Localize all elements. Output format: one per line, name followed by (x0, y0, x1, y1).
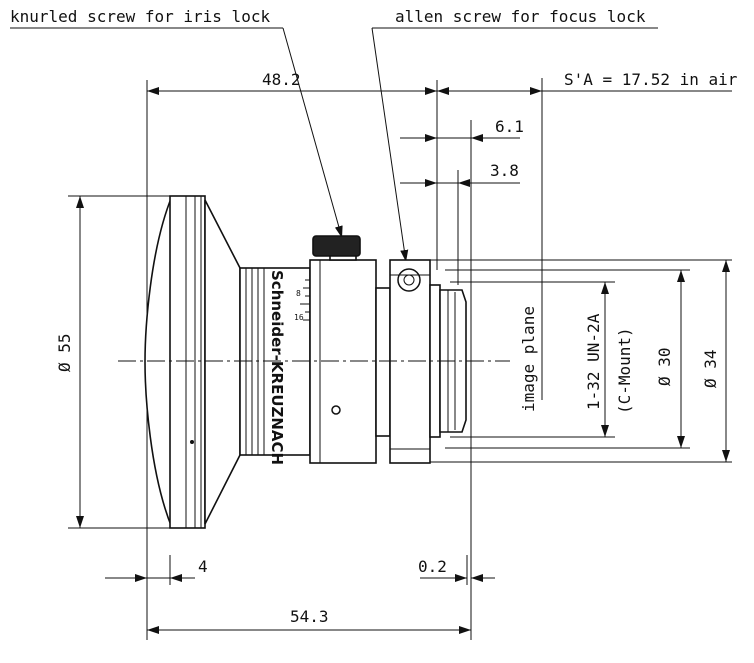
focus-lock-callout: allen screw for focus lock (371, 7, 658, 263)
iris-hole (331, 405, 341, 415)
front-taper (204, 199, 241, 525)
scale-mark-8: 8 (296, 289, 301, 298)
image-plane-label: image plane (519, 306, 538, 412)
dim-48-2: 48.2 (262, 70, 301, 89)
extension-lines (68, 78, 732, 640)
dim-diam-30: Ø 30 (655, 347, 674, 386)
scale-mark-16: 16 (294, 313, 304, 322)
front-element (144, 195, 173, 529)
front-ring (169, 195, 206, 529)
thread-label: 1-32 UN-2A (584, 313, 603, 410)
allen-screw[interactable] (397, 268, 421, 292)
thread-type-label: (C-Mount) (615, 327, 634, 414)
knurled-screw-head[interactable] (312, 235, 361, 257)
iris-lock-label: knurled screw for iris lock (10, 7, 270, 26)
index-dot (190, 440, 194, 444)
neck (375, 287, 391, 437)
dim-0-2: 0.2 (418, 557, 447, 576)
dim-54-3: 54.3 (290, 607, 329, 626)
dimension-lines: 48.2 S'A = 17.52 in air 6.1 3.8 Ø 55 Ø 3… (55, 70, 738, 634)
brand-text: Schneider-KREUZNACH (268, 270, 286, 465)
iris-lock-leader (282, 27, 343, 239)
dim-6-1: 6.1 (495, 117, 524, 136)
dim-back-focus: S'A = 17.52 in air (564, 70, 738, 89)
focus-scale: 8 16 (294, 279, 310, 322)
focus-lock-label: allen screw for focus lock (395, 7, 646, 26)
iris-lock-callout: knurled screw for iris lock (10, 7, 343, 239)
focus-lock-leader (371, 27, 409, 263)
dim-diam-34: Ø 34 (701, 349, 720, 388)
dim-diam-55: Ø 55 (55, 333, 74, 372)
dim-4: 4 (198, 557, 208, 576)
lens-body: 8 16 Schneider-KREUZNACH (144, 195, 467, 529)
dim-3-8: 3.8 (490, 161, 519, 180)
